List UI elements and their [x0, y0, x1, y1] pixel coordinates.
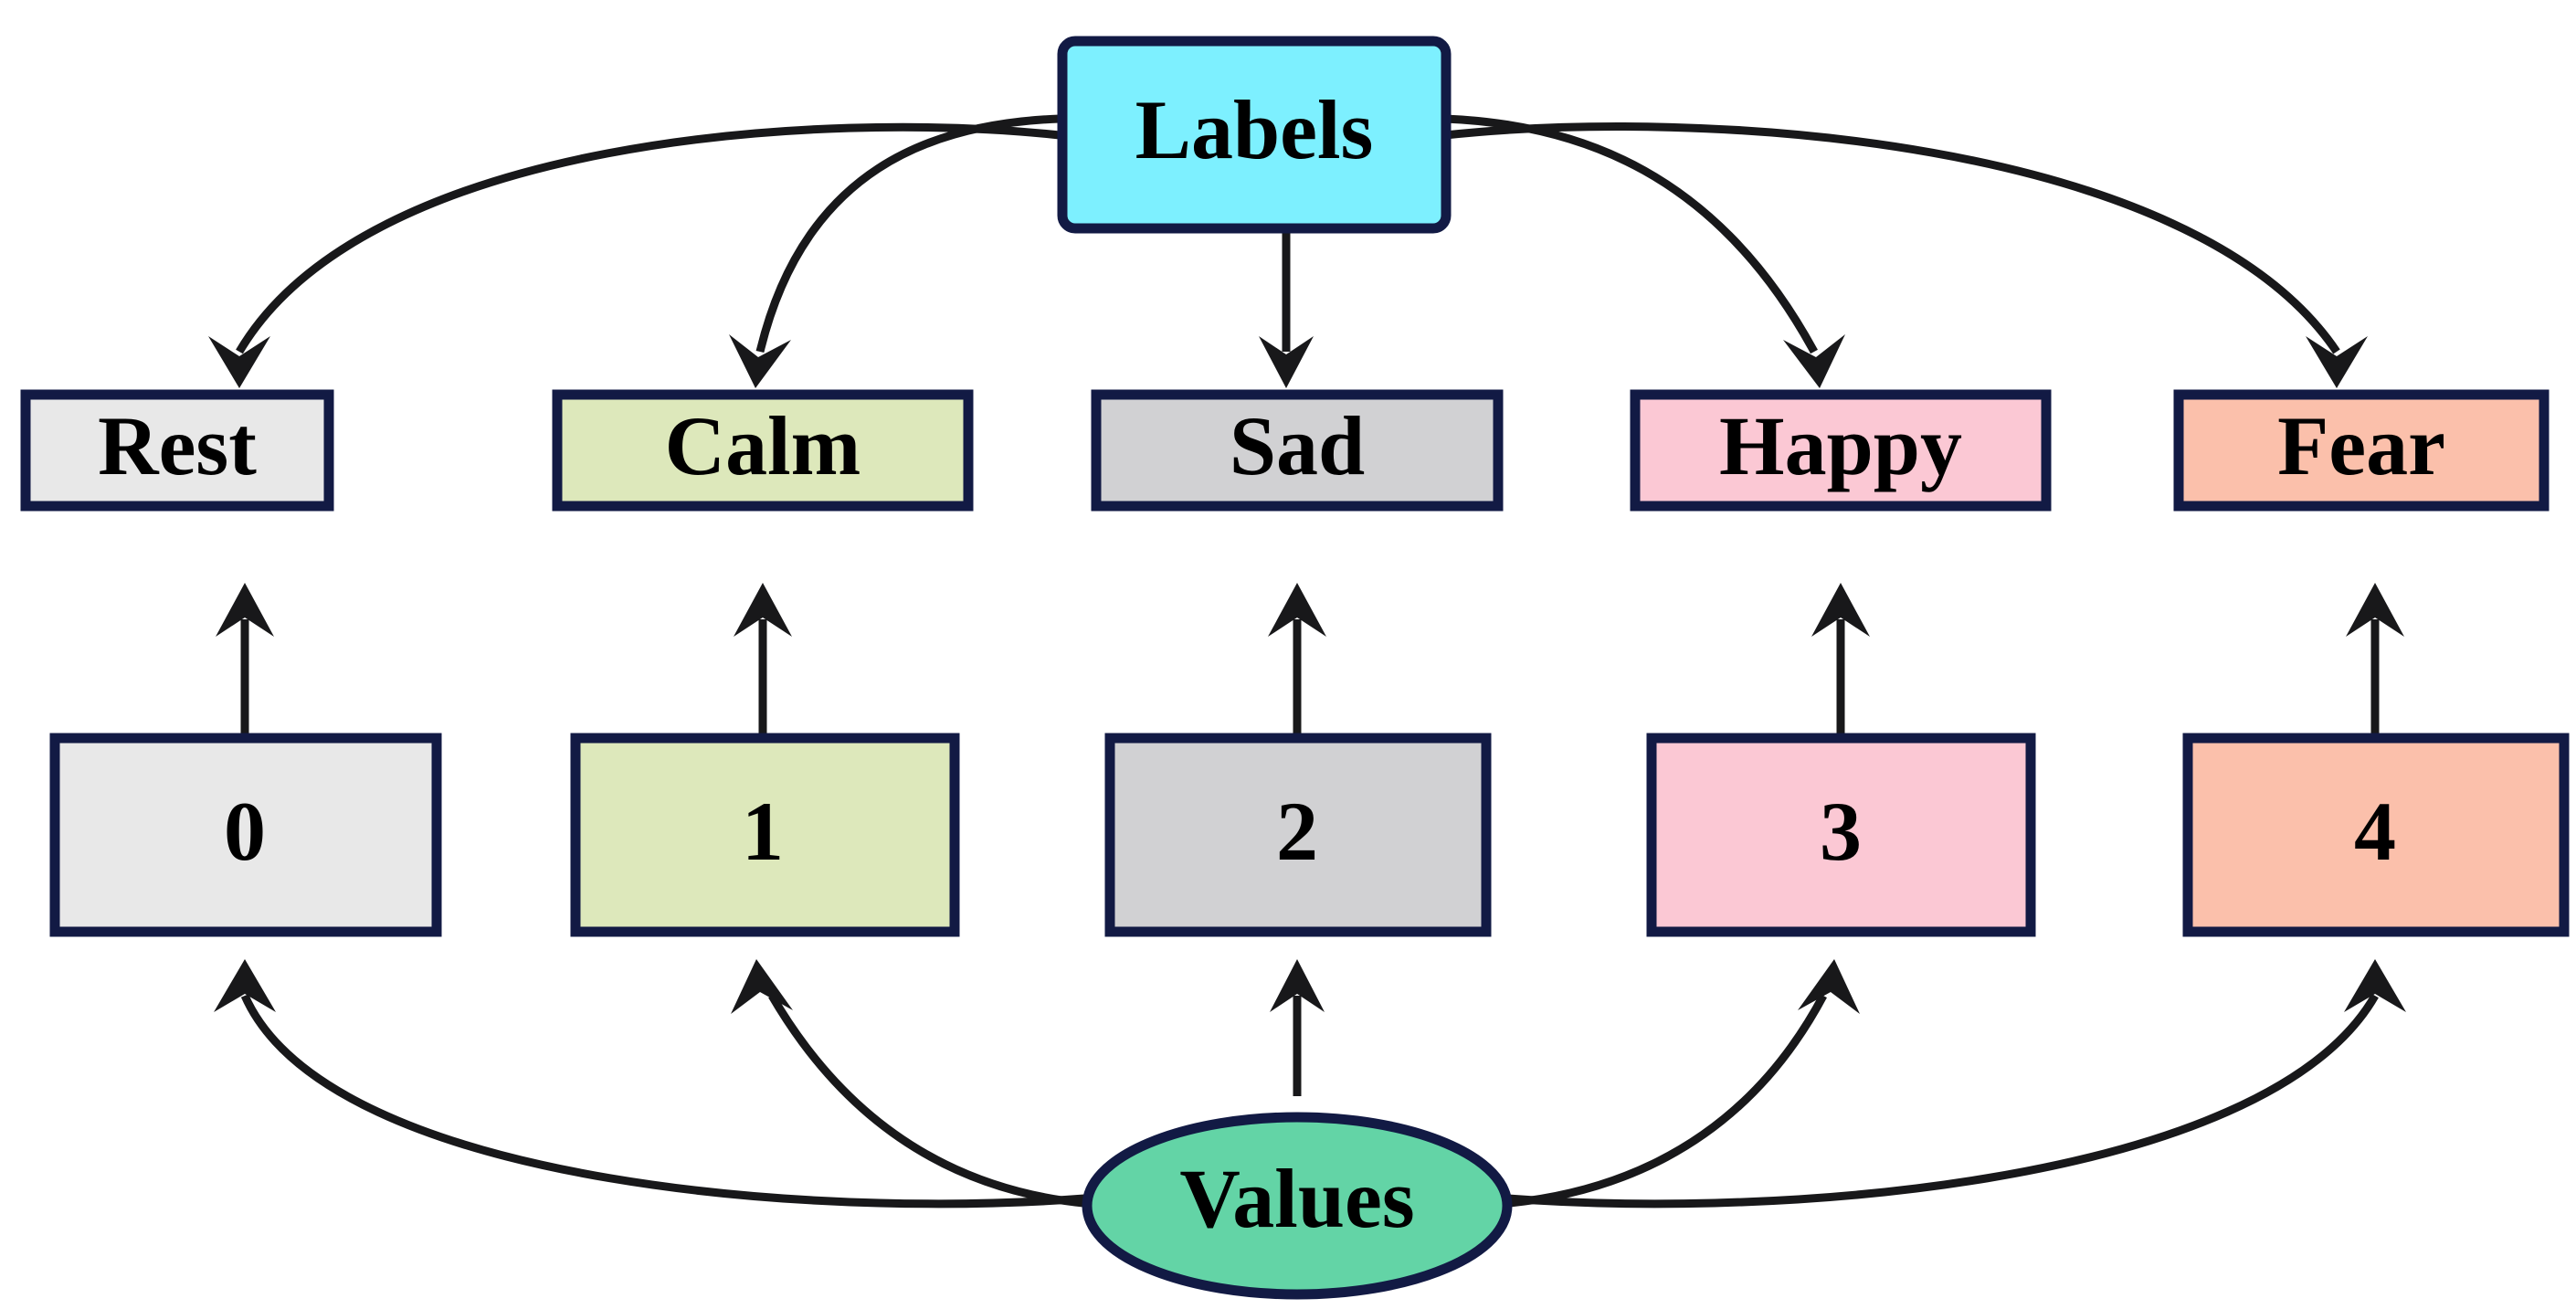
node-happy[interactable]: Happy: [1630, 389, 2052, 512]
node-happy-box[interactable]: [1630, 389, 2052, 512]
node-value-0-label: 0: [224, 785, 266, 878]
node-fear-label: Fear: [2277, 399, 2445, 492]
node-value-1-label: 1: [742, 785, 784, 878]
edges-labels-group: [208, 114, 2368, 388]
node-value-3-label: 3: [1820, 785, 1862, 878]
node-value-2[interactable]: 2: [1104, 733, 1492, 937]
node-labels-box[interactable]: [1057, 36, 1452, 234]
edge-0-to-rest: [216, 583, 274, 738]
edge-1-to-calm: [734, 583, 792, 738]
edge-values-to-0: [214, 959, 1126, 1209]
node-value-4-box[interactable]: [2182, 733, 2570, 937]
node-value-2-label: 2: [1276, 785, 1318, 878]
node-calm-box[interactable]: [552, 389, 974, 512]
node-value-4[interactable]: 4: [2182, 733, 2570, 937]
edge-labels-to-fear: [1444, 122, 2368, 388]
node-values-ellipse[interactable]: [1082, 1112, 1513, 1300]
node-value-1-box[interactable]: [570, 733, 960, 937]
edge-4-to-fear: [2346, 583, 2404, 738]
edge-values-to-3: [1461, 959, 1860, 1210]
node-value-0-box[interactable]: [49, 733, 442, 937]
node-fear-box[interactable]: [2173, 389, 2550, 512]
node-value-1[interactable]: 1: [570, 733, 960, 937]
node-values-root[interactable]: Values: [1082, 1112, 1513, 1300]
edge-2-to-sad: [1268, 583, 1326, 738]
node-sad-label: Sad: [1230, 399, 1365, 492]
edges-value-to-label-group: [216, 583, 2404, 738]
node-values-label: Values: [1179, 1152, 1414, 1245]
node-sad[interactable]: Sad: [1091, 389, 1504, 512]
value-boxes-group: 0 1 2 3 4: [49, 733, 2570, 937]
edge-labels-to-calm: [729, 114, 1061, 388]
node-value-3[interactable]: 3: [1646, 733, 2036, 937]
node-value-4-label: 4: [2354, 785, 2396, 878]
node-labels-root[interactable]: Labels: [1057, 36, 1452, 234]
edge-labels-to-happy: [1444, 114, 1845, 388]
edge-values-to-2: [1270, 959, 1325, 1096]
node-calm[interactable]: Calm: [552, 389, 974, 512]
node-calm-label: Calm: [665, 399, 861, 492]
node-rest[interactable]: Rest: [20, 389, 334, 512]
edges-values-group: [214, 959, 2406, 1210]
edge-3-to-happy: [1811, 583, 1870, 738]
node-value-0[interactable]: 0: [49, 733, 442, 937]
label-boxes-group: Rest Calm Sad Happy Fear: [20, 389, 2550, 512]
edge-labels-to-rest: [208, 122, 1061, 388]
node-labels-label: Labels: [1135, 83, 1374, 176]
node-fear[interactable]: Fear: [2173, 389, 2550, 512]
edge-values-to-1: [731, 959, 1130, 1210]
node-happy-label: Happy: [1719, 399, 1962, 492]
node-value-2-box[interactable]: [1104, 733, 1492, 937]
edge-values-to-4: [1466, 959, 2406, 1209]
node-rest-label: Rest: [98, 399, 257, 492]
node-sad-box[interactable]: [1091, 389, 1504, 512]
edge-labels-to-sad: [1259, 230, 1314, 388]
node-rest-box[interactable]: [20, 389, 334, 512]
node-value-3-box[interactable]: [1646, 733, 2036, 937]
